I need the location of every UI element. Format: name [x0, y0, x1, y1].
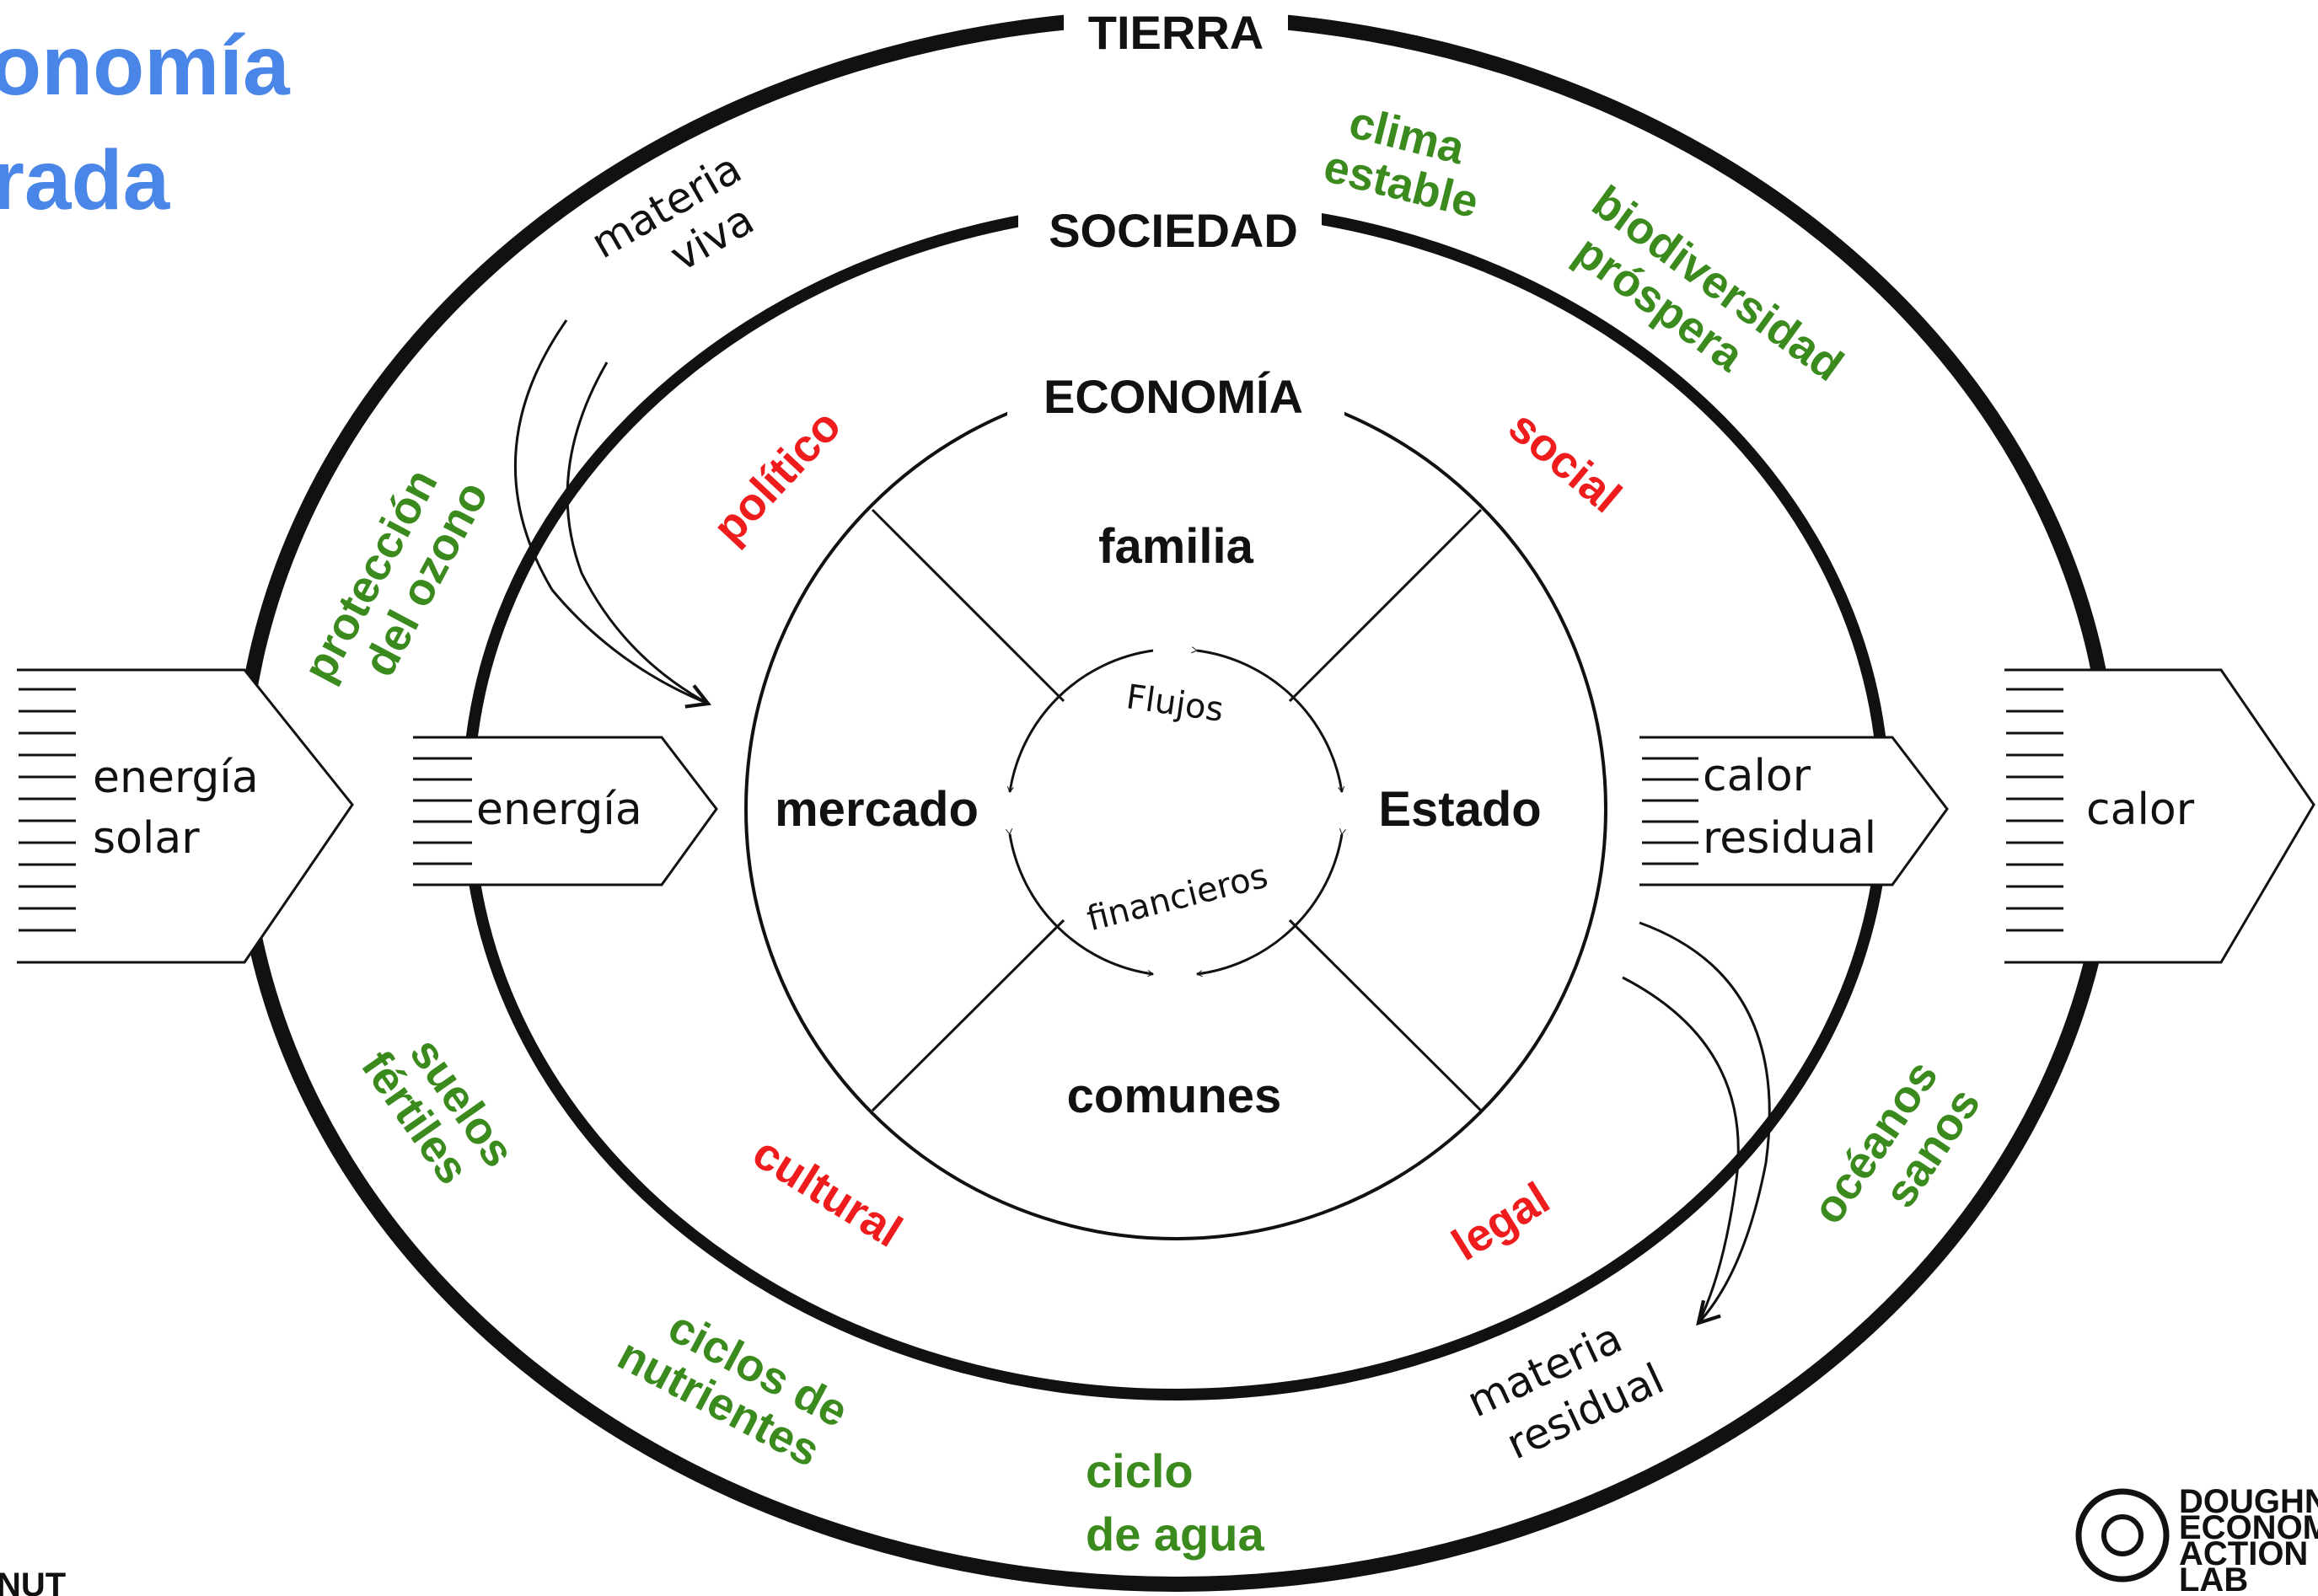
energy-label: energía	[476, 785, 642, 835]
energy-arrow	[413, 736, 718, 886]
society-label-mask	[1018, 190, 1322, 272]
sphere-state: Estado	[1378, 782, 1541, 837]
waste-heat-arrow	[1639, 736, 1949, 886]
earth-soils: suelos fértiles	[351, 1015, 532, 1213]
sphere-market: mercado	[775, 782, 979, 837]
earth-label: TIERRA	[1088, 6, 1264, 59]
center-label-flows: Flujos	[1124, 677, 1226, 730]
waste-matter-curve-inner	[1622, 976, 1740, 1324]
doughnut-economics-logo: DOUGHNUT ECONOMICS ACTION LAB	[2075, 1483, 2318, 1596]
aspect-legal: legal	[1443, 1173, 1558, 1271]
divider-bottom-right	[1288, 919, 1483, 1112]
corner-fragment: NUT	[0, 1567, 66, 1596]
flow-arrow-bottom-left	[1006, 828, 1154, 977]
sphere-commons: comunes	[1067, 1068, 1282, 1123]
divider-top-right	[1288, 508, 1483, 703]
heat-label: calor	[2086, 785, 2195, 835]
divider-bottom-left	[871, 919, 1065, 1112]
earth-climate: clima estable	[1319, 94, 1495, 228]
waste-heat-label: calor residual	[1703, 751, 1876, 864]
flow-arrow-top-left	[1006, 649, 1154, 793]
logo-outer-ring-icon	[2075, 1488, 2170, 1583]
aspect-cultural: cultural	[744, 1127, 910, 1257]
economy-label-mask	[1007, 354, 1344, 447]
living-matter-label: materia viva	[583, 137, 786, 313]
solar-energy-arrow	[17, 668, 354, 964]
title: onomía rada	[0, 19, 313, 228]
waste-matter-curve-outer	[1639, 921, 1771, 1326]
heat-hatch	[2006, 688, 2063, 932]
logo-inner-ring-icon	[2101, 1514, 2144, 1556]
earth-water: ciclo de agua	[1086, 1444, 1264, 1561]
sphere-family: familia	[1098, 519, 1253, 574]
flow-arrow-bottom-right	[1196, 828, 1346, 977]
economy-label: ECONOMÍA	[1044, 370, 1303, 423]
heat-arrow	[2004, 668, 2315, 964]
energy-hatch	[413, 757, 472, 865]
solar-energy-label: energía solar	[93, 752, 272, 864]
solar-energy-hatch	[19, 688, 76, 932]
earth-label-mask	[1064, 3, 1288, 61]
waste-heat-hatch	[1642, 757, 1698, 865]
living-matter-curve-inner	[566, 362, 709, 705]
society-label: SOCIEDAD	[1049, 204, 1298, 257]
flow-arrow-top-right	[1191, 646, 1345, 793]
aspect-political: político	[703, 400, 850, 553]
divider-top-left	[871, 508, 1065, 703]
earth-biodiversity: biodiversidad próspera	[1553, 176, 1863, 439]
aspect-social: social	[1500, 401, 1631, 522]
living-matter-curve-outer	[513, 319, 711, 709]
logo-text: DOUGHNUT ECONOMICS ACTION LAB	[2179, 1483, 2318, 1596]
center-label-financial: financieros	[1083, 857, 1272, 940]
